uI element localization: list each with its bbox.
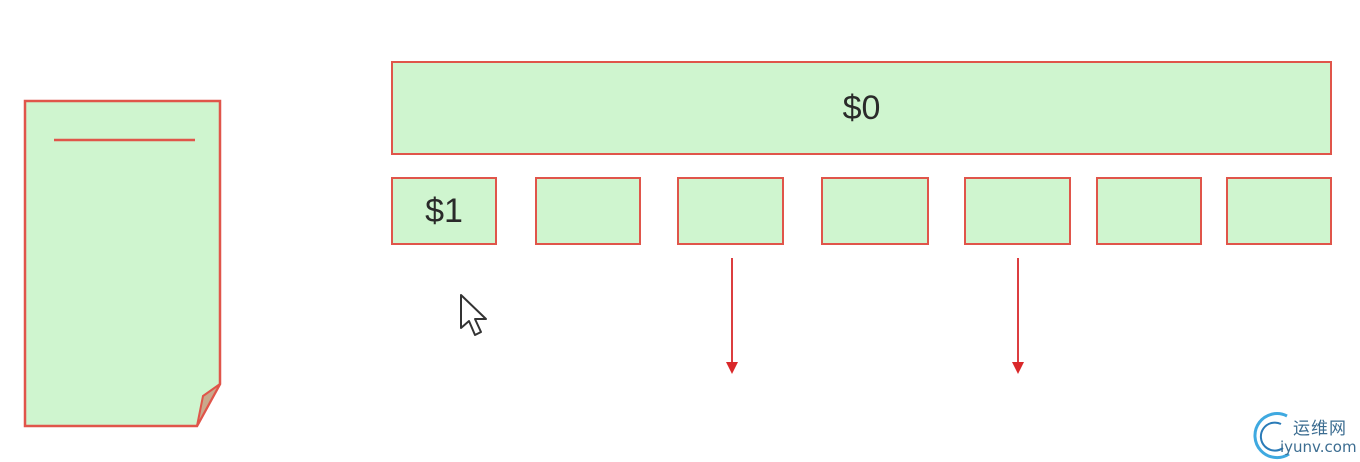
- watermark-name: 运维网: [1293, 419, 1347, 439]
- field-box-1: $1: [391, 177, 497, 245]
- field-box-3: [677, 177, 784, 245]
- watermark-domain: iyunv.com: [1280, 438, 1357, 456]
- watermark-logo-icon: [1253, 412, 1290, 460]
- field-box-5: [964, 177, 1071, 245]
- document-fold: [196, 383, 221, 427]
- field-box-6: [1096, 177, 1202, 245]
- field-box-2: [535, 177, 641, 245]
- mouse-cursor-icon: [460, 294, 487, 336]
- record-label: $0: [842, 88, 881, 127]
- field-box-7: [1226, 177, 1332, 245]
- field-box-4: [821, 177, 929, 245]
- document-icon: [23, 99, 222, 428]
- record-box: $0: [391, 61, 1332, 155]
- field-label-1: $1: [425, 191, 463, 230]
- down-arrow-icon: [726, 258, 738, 374]
- down-arrow-icon: [1012, 258, 1024, 374]
